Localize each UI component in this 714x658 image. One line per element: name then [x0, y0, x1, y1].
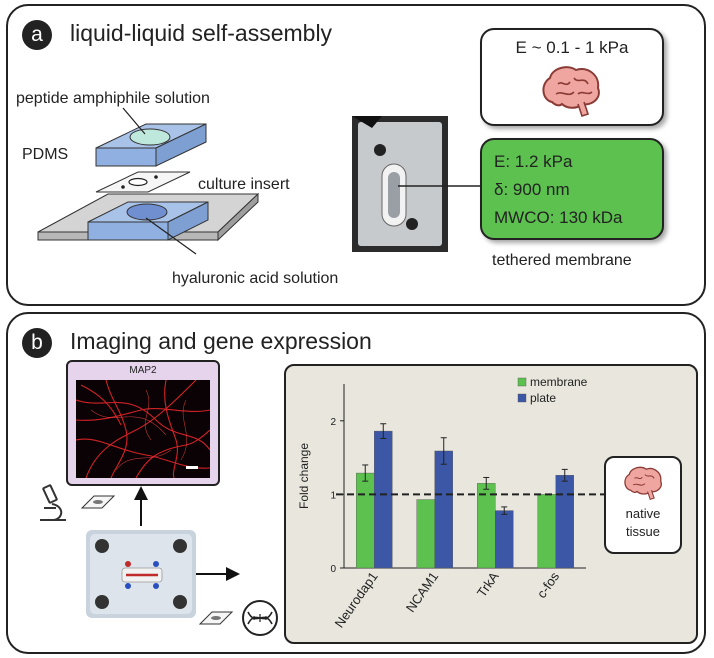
- label-tethered-membrane: tethered membrane: [492, 252, 632, 269]
- y-tick-label: 2: [330, 417, 336, 428]
- membrane-prop-delta: δ: 900 nm: [494, 180, 570, 199]
- x-tick-label: Neurodap1: [332, 569, 381, 630]
- y-tick-label: 1: [330, 490, 336, 501]
- membrane-prop-e: E: 1.2 kPa: [494, 152, 573, 171]
- membrane-properties-box: E: 1.2 kPa δ: 900 nm MWCO: 130 kDa: [480, 138, 664, 240]
- x-tick-label: NCAM1: [403, 569, 441, 615]
- label-peptide-amphiphile: peptide amphiphile solution: [16, 90, 210, 107]
- insert-icon-bottom: [198, 611, 234, 625]
- label-pdms: PDMS: [22, 146, 69, 163]
- panel-a-badge: a: [22, 20, 52, 50]
- bar-membrane-TrkA: [477, 483, 496, 569]
- membrane-prop-mwco: MWCO: 130 kDa: [494, 208, 623, 227]
- bar-membrane-c-fos: [537, 494, 556, 569]
- brain-stiffness-text: E ~ 0.1 - 1 kPa: [515, 38, 629, 57]
- native-tissue-line1: native: [625, 506, 661, 521]
- panel-b-title: Imaging and gene expression: [70, 328, 372, 354]
- legend-swatch-plate: [517, 393, 527, 403]
- x-tick-label: c-fos: [534, 569, 563, 601]
- micrograph-label: MAP2: [129, 365, 157, 376]
- panel-b-badge: b: [22, 328, 52, 358]
- native-tissue-line2: tissue: [626, 524, 660, 539]
- brain-icon: [542, 66, 600, 118]
- x-tick-label: TrkA: [474, 569, 502, 600]
- y-axis-label: Fold change: [297, 443, 311, 509]
- brain-icon-small: [624, 466, 662, 501]
- panel-a-title: liquid-liquid self-assembly: [70, 20, 333, 46]
- native-tissue-box: native tissue: [604, 456, 682, 554]
- assembly-schematic: [37, 107, 260, 255]
- dna-icon: [242, 600, 278, 636]
- panel-b: b Imaging and gene expression MAP2: [6, 312, 706, 654]
- insert-icon-top: [80, 495, 116, 509]
- legend-label-plate: plate: [530, 391, 556, 405]
- label-hyaluronic-acid: hyaluronic acid solution: [172, 270, 339, 287]
- map2-micrograph: [76, 380, 210, 478]
- connector-line: [398, 185, 488, 187]
- micrograph-frame: MAP2: [66, 360, 220, 486]
- bar-plate-NCAM1: [434, 450, 453, 569]
- device-photo-b: [86, 530, 196, 618]
- bar-plate-c-fos: [555, 475, 574, 569]
- bar-plate-TrkA: [495, 510, 514, 569]
- brain-stiffness-box: E ~ 0.1 - 1 kPa: [480, 28, 664, 126]
- legend-swatch-membrane: [517, 377, 527, 387]
- microscope-icon: [40, 484, 66, 521]
- legend-label-membrane: membrane: [530, 375, 588, 389]
- panel-a: a liquid-liquid self-assembly peptide am…: [6, 4, 706, 306]
- bar-plate-Neurodap1: [374, 430, 393, 569]
- device-photo: [352, 116, 448, 252]
- bar-membrane-Neurodap1: [356, 472, 375, 569]
- label-culture-insert: culture insert: [198, 176, 290, 193]
- y-tick-label: 0: [330, 564, 336, 575]
- bar-membrane-NCAM1: [416, 499, 435, 569]
